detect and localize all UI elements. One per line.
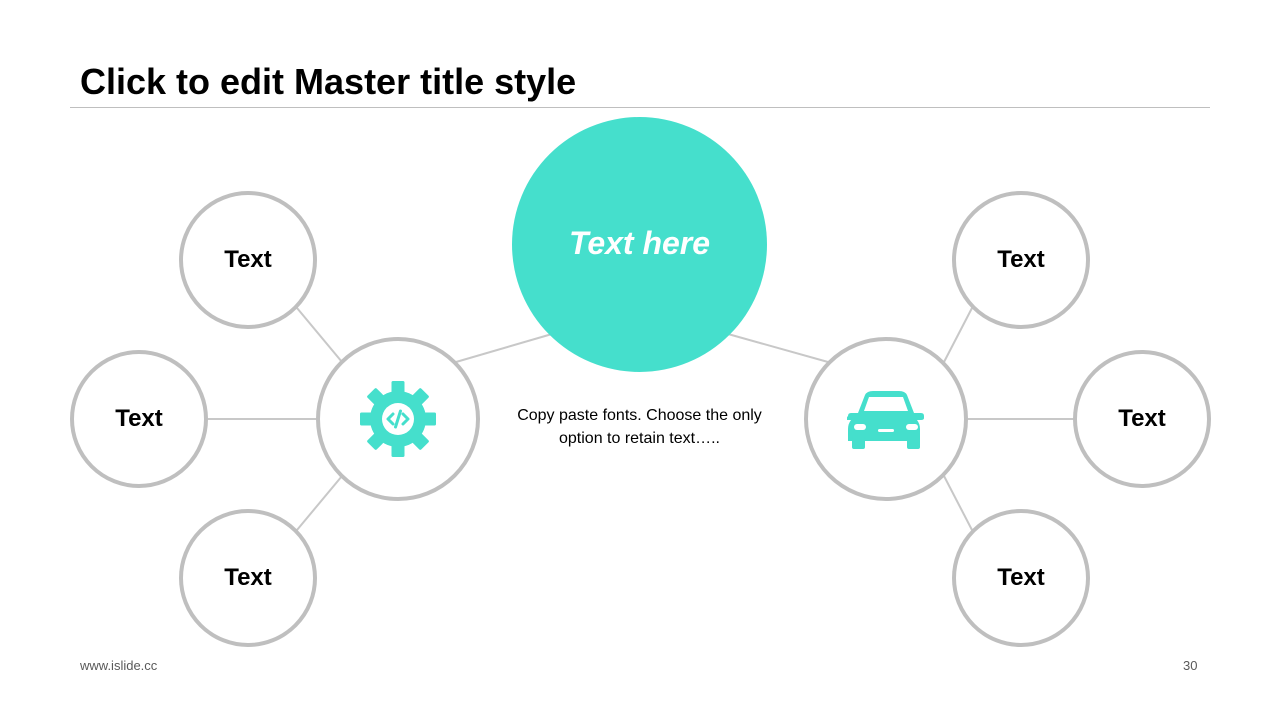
- description-line-1: Copy paste fonts. Choose the only: [517, 407, 762, 424]
- node-label: Text: [1118, 405, 1166, 432]
- center-circle[interactable]: Text here: [512, 117, 767, 372]
- connector-left-top: [296, 307, 343, 363]
- connector-right-bottom: [943, 475, 973, 531]
- description-text[interactable]: Copy paste fonts. Choose the only option…: [498, 404, 781, 450]
- right-node-top[interactable]: Text: [952, 191, 1090, 329]
- node-label: Text: [224, 246, 272, 273]
- gear-code-icon: [360, 381, 436, 457]
- left-node-middle[interactable]: Text: [70, 350, 208, 488]
- node-label: Text: [224, 564, 272, 591]
- description-line-2: option to retain text…..: [559, 430, 720, 447]
- left-node-top[interactable]: Text: [179, 191, 317, 329]
- title-divider: [70, 107, 1210, 108]
- page-number: 30: [1183, 658, 1198, 673]
- right-hub-circle[interactable]: [804, 337, 968, 501]
- connector-center-left-hub: [455, 333, 553, 363]
- connector-center-right-hub: [727, 333, 829, 363]
- node-label: Text: [997, 246, 1045, 273]
- node-label: Text: [997, 564, 1045, 591]
- left-node-bottom[interactable]: Text: [179, 509, 317, 647]
- right-node-bottom[interactable]: Text: [952, 509, 1090, 647]
- right-node-middle[interactable]: Text: [1073, 350, 1211, 488]
- connector-left-bottom: [296, 475, 343, 531]
- node-label: Text: [115, 405, 163, 432]
- left-hub-circle[interactable]: [316, 337, 480, 501]
- center-label: Text here: [568, 225, 711, 261]
- connector-right-top: [943, 307, 973, 363]
- car-icon: [847, 391, 924, 449]
- slide-title[interactable]: Click to edit Master title style: [80, 61, 577, 102]
- footer-website: www.islide.cc: [80, 658, 158, 673]
